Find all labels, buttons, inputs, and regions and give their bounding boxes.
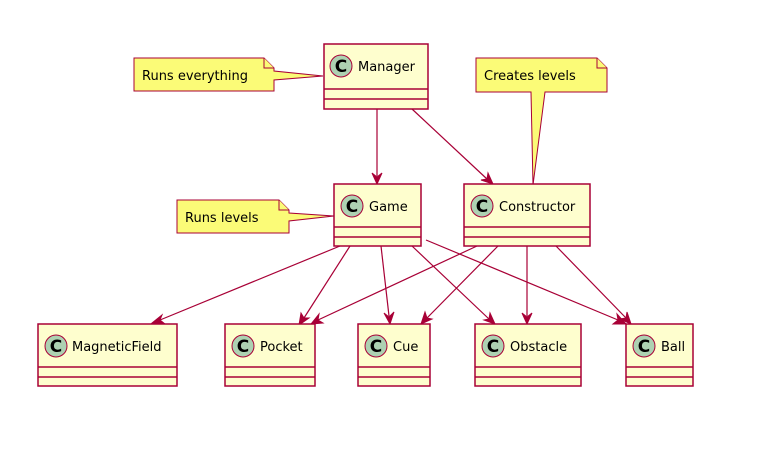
class-glyph: C [50,337,62,357]
edge-game-obstacle [411,245,496,325]
class-glyph: C [370,337,382,357]
class-badge-icon [231,334,255,358]
class-badge-icon [481,334,505,358]
edge-game-cue [380,245,395,326]
class-name-game: Game [369,200,408,215]
note-text-runs-levels: Runs levels [185,211,259,226]
class-badge-icon [44,334,68,358]
class-ball[interactable]: C Ball [625,323,694,387]
relations [150,108,632,327]
class-glyph: C [638,337,650,357]
edge-manager-game [371,109,383,186]
class-name-ball: Ball [661,340,685,355]
class-glyph: C [237,337,249,357]
class-constructor[interactable]: C Constructor [463,183,591,247]
note-creates-levels: Creates levels [475,57,608,186]
class-glyph: C [487,337,499,357]
edge-constructor-ball [555,245,632,325]
class-name-constructor: Constructor [499,200,576,215]
note-runs-everything: Runs everything [133,57,324,92]
edge-constructor-obstacle [521,246,533,326]
edge-game-magneticfield [150,245,341,325]
class-magneticfield[interactable]: C MagneticField [37,323,178,387]
class-glyph: C [346,197,358,217]
note-runs-levels: Runs levels [176,199,335,234]
class-name-pocket: Pocket [260,340,303,355]
note-text-creates-levels: Creates levels [484,69,576,84]
class-badge-icon [470,194,494,218]
edge-constructor-pocket [309,245,478,325]
class-glyph: C [476,197,488,217]
class-name-magneticfield: MagneticField [72,340,162,355]
class-game[interactable]: C Game [333,183,422,247]
note-text-runs-everything: Runs everything [142,69,248,84]
edge-game-ball [425,239,628,325]
class-name-cue: Cue [393,340,418,355]
class-glyph: C [335,57,347,77]
class-badge-icon [632,334,656,358]
class-name-manager: Manager [358,60,416,75]
class-badge-icon [364,334,388,358]
class-badge-icon [340,194,364,218]
class-pocket[interactable]: C Pocket [224,323,316,387]
edge-manager-constructor [411,108,494,185]
class-cue[interactable]: C Cue [357,323,431,387]
class-obstacle[interactable]: C Obstacle [474,323,582,387]
class-name-obstacle: Obstacle [510,340,567,355]
edge-game-pocket [298,245,351,327]
class-manager[interactable]: C Manager [323,43,429,110]
class-badge-icon [329,54,353,78]
edge-constructor-cue [420,245,499,325]
